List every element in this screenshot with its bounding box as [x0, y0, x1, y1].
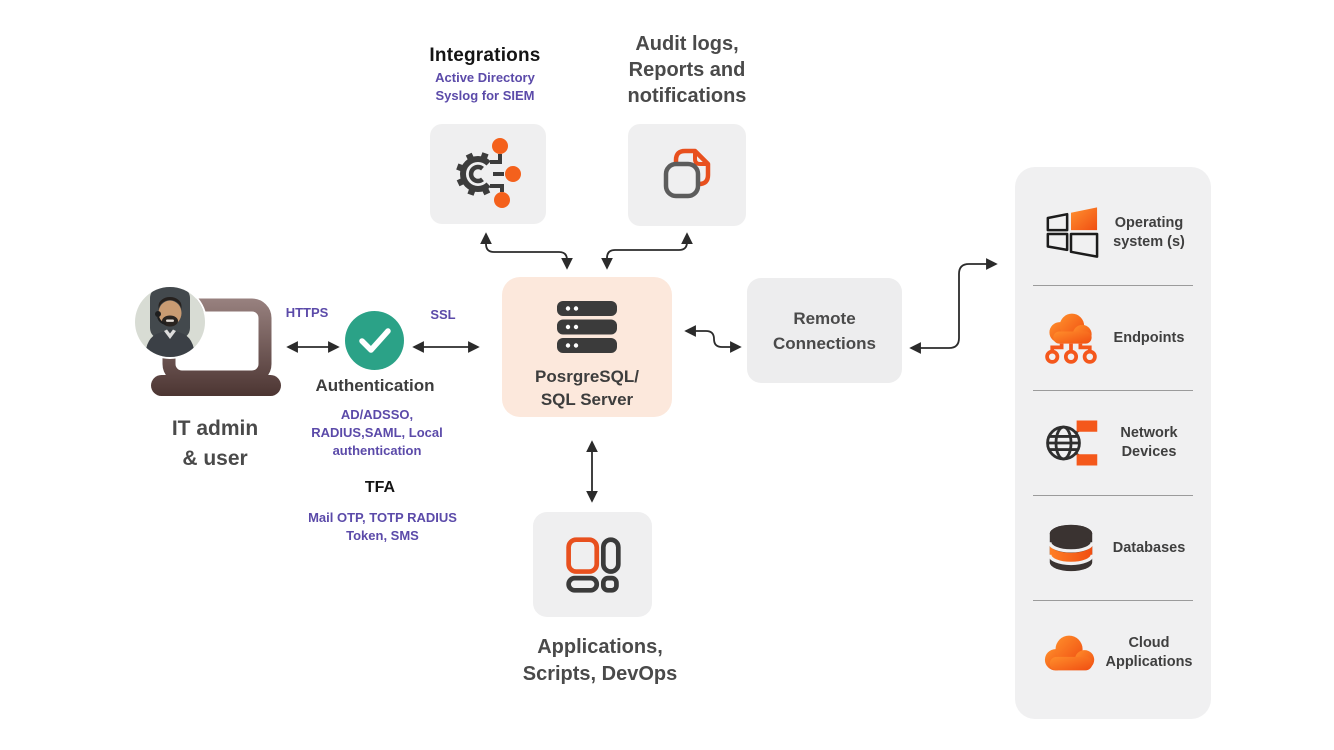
audit-title: Audit logs, Reports and notifications — [627, 33, 747, 107]
database-server-label: PosrgreSQL/ SQL Server — [535, 367, 639, 409]
tfa-title: TFA — [364, 479, 396, 496]
server-stack-icon — [556, 300, 618, 354]
panel-item-label: Network Devices — [1120, 425, 1178, 460]
user-photo-avatar — [135, 287, 205, 357]
panel-divider — [1033, 390, 1193, 391]
panel-item-operating-systems: Operating system (s) — [1015, 181, 1211, 285]
panel-item-label: Databases — [1112, 539, 1186, 556]
applications-label: Applications, Scripts, DevOps — [522, 636, 678, 685]
ssl-label: SSL — [430, 307, 456, 322]
windows-logo-icon — [1041, 203, 1101, 263]
remote-connections-label: Remote Connections — [773, 308, 876, 353]
cloud-icon — [1041, 623, 1101, 683]
panel-item-cloud-applications: Cloud Applications — [1015, 601, 1211, 705]
panel-divider — [1033, 285, 1193, 286]
authentication-check-icon — [345, 311, 404, 370]
app-grid-icon — [563, 534, 623, 596]
panel-item-label: Cloud Applications — [1105, 635, 1193, 670]
tfa-methods: Mail OTP, TOTP RADIUS Token, SMS — [308, 510, 457, 543]
integrations-node — [430, 124, 546, 224]
panel-divider — [1033, 495, 1193, 496]
it-admin-label: IT admin & user — [171, 417, 259, 470]
network-globe-icon — [1041, 413, 1101, 473]
audit-node — [628, 124, 746, 226]
panel-item-label: Endpoints — [1113, 329, 1185, 346]
integrations-title: Integrations — [429, 45, 541, 66]
database-stack-icon — [1041, 518, 1101, 578]
panel-item-label: Operating system (s) — [1113, 215, 1185, 250]
endpoints-cloud-icon — [1041, 308, 1101, 368]
applications-node — [533, 512, 652, 617]
https-label: HTTPS — [285, 305, 329, 320]
authentication-title: Authentication — [315, 376, 435, 395]
panel-item-databases: Databases — [1015, 496, 1211, 600]
remote-connections-node: Remote Connections — [747, 278, 902, 383]
panel-item-network-devices: Network Devices — [1015, 391, 1211, 495]
panel-item-endpoints: Endpoints — [1015, 286, 1211, 390]
database-server-node: PosrgreSQL/ SQL Server — [502, 277, 672, 417]
panel-divider — [1033, 600, 1193, 601]
gear-connections-icon — [452, 132, 524, 216]
authentication-methods: AD/ADSSO, RADIUS,SAML, Local authenticat… — [311, 407, 443, 458]
resources-panel: Operating system (s) — [1015, 167, 1211, 719]
integrations-subtitle: Active Directory Syslog for SIEM — [435, 70, 535, 103]
documents-icon — [659, 147, 715, 203]
